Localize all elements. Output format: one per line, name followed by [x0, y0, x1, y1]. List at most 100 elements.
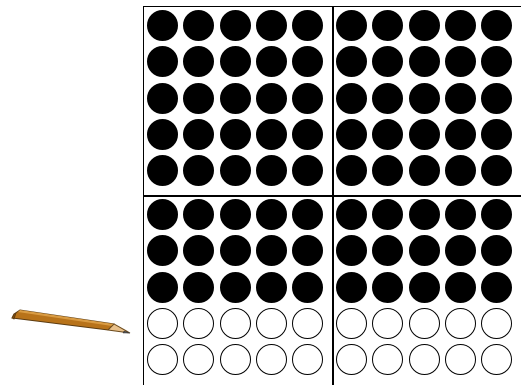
filled-dot — [481, 83, 512, 114]
filled-dot — [481, 46, 512, 77]
filled-dot — [409, 119, 440, 150]
empty-dot — [481, 308, 512, 339]
filled-dot — [292, 199, 323, 230]
filled-dot — [336, 155, 367, 186]
filled-dot — [445, 119, 476, 150]
empty-dot — [183, 308, 214, 339]
filled-dot — [292, 155, 323, 186]
filled-dot — [372, 199, 403, 230]
filled-dot — [481, 199, 512, 230]
filled-dot — [220, 83, 251, 114]
filled-dot — [481, 10, 512, 41]
filled-dot — [409, 199, 440, 230]
filled-dot — [220, 46, 251, 77]
empty-dot — [292, 344, 323, 375]
filled-dot — [409, 155, 440, 186]
filled-dot — [256, 155, 287, 186]
empty-dot — [372, 344, 403, 375]
empty-dot — [292, 308, 323, 339]
filled-dot — [409, 235, 440, 266]
filled-dot — [445, 83, 476, 114]
filled-dot — [336, 235, 367, 266]
empty-dot — [147, 344, 178, 375]
filled-dot — [292, 46, 323, 77]
empty-dot — [409, 344, 440, 375]
filled-dot — [292, 272, 323, 303]
filled-dot — [481, 119, 512, 150]
frame-top-right — [332, 6, 521, 197]
filled-dot — [481, 155, 512, 186]
filled-dot — [147, 83, 178, 114]
empty-dot — [372, 308, 403, 339]
empty-dot — [336, 308, 367, 339]
filled-dot — [220, 235, 251, 266]
empty-dot — [409, 308, 440, 339]
frame-bottom-left — [143, 195, 334, 385]
filled-dot — [183, 272, 214, 303]
filled-dot — [409, 46, 440, 77]
filled-dot — [220, 272, 251, 303]
filled-dot — [147, 272, 178, 303]
filled-dot — [372, 46, 403, 77]
filled-dot — [147, 10, 178, 41]
filled-dot — [147, 199, 178, 230]
filled-dot — [220, 119, 251, 150]
filled-dot — [481, 272, 512, 303]
filled-dot — [336, 10, 367, 41]
empty-dot — [220, 308, 251, 339]
filled-dot — [292, 83, 323, 114]
filled-dot — [183, 155, 214, 186]
filled-dot — [372, 272, 403, 303]
filled-dot — [147, 235, 178, 266]
filled-dot — [256, 272, 287, 303]
ten-frame-grid — [143, 6, 521, 385]
filled-dot — [445, 155, 476, 186]
filled-dot — [220, 199, 251, 230]
filled-dot — [147, 155, 178, 186]
empty-dot — [481, 344, 512, 375]
filled-dot — [445, 46, 476, 77]
filled-dot — [256, 10, 287, 41]
filled-dot — [372, 235, 403, 266]
empty-dot — [220, 344, 251, 375]
filled-dot — [183, 119, 214, 150]
filled-dot — [409, 83, 440, 114]
filled-dot — [292, 119, 323, 150]
filled-dot — [481, 235, 512, 266]
filled-dot — [256, 235, 287, 266]
frame-top-left — [143, 6, 334, 197]
frame-bottom-right — [332, 195, 521, 385]
filled-dot — [445, 272, 476, 303]
filled-dot — [445, 199, 476, 230]
filled-dot — [336, 83, 367, 114]
filled-dot — [256, 119, 287, 150]
filled-dot — [147, 119, 178, 150]
filled-dot — [336, 272, 367, 303]
empty-dot — [445, 308, 476, 339]
filled-dot — [256, 46, 287, 77]
filled-dot — [445, 10, 476, 41]
filled-dot — [292, 235, 323, 266]
empty-dot — [336, 344, 367, 375]
empty-dot — [147, 308, 178, 339]
filled-dot — [336, 46, 367, 77]
filled-dot — [256, 83, 287, 114]
empty-dot — [183, 344, 214, 375]
filled-dot — [372, 155, 403, 186]
empty-dot — [445, 344, 476, 375]
filled-dot — [372, 83, 403, 114]
filled-dot — [336, 119, 367, 150]
filled-dot — [292, 10, 323, 41]
filled-dot — [336, 199, 367, 230]
filled-dot — [183, 46, 214, 77]
filled-dot — [183, 199, 214, 230]
filled-dot — [183, 83, 214, 114]
empty-dot — [256, 308, 287, 339]
pencil-icon — [10, 300, 138, 340]
empty-dot — [256, 344, 287, 375]
filled-dot — [409, 272, 440, 303]
filled-dot — [372, 10, 403, 41]
filled-dot — [183, 235, 214, 266]
filled-dot — [147, 46, 178, 77]
